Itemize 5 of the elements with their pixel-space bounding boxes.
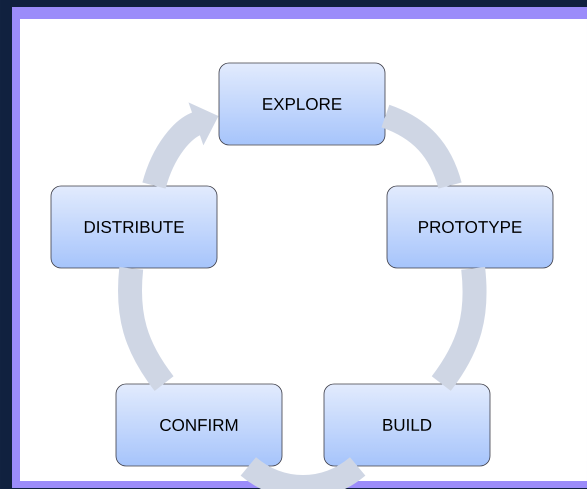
process-box: CONFIRM <box>116 384 282 466</box>
process-box: DISTRIBUTE <box>50 186 218 268</box>
process-box: BUILD <box>324 384 490 466</box>
process-box: EXPLORE <box>218 62 386 146</box>
process-box: PROTOTYPE <box>386 186 554 268</box>
